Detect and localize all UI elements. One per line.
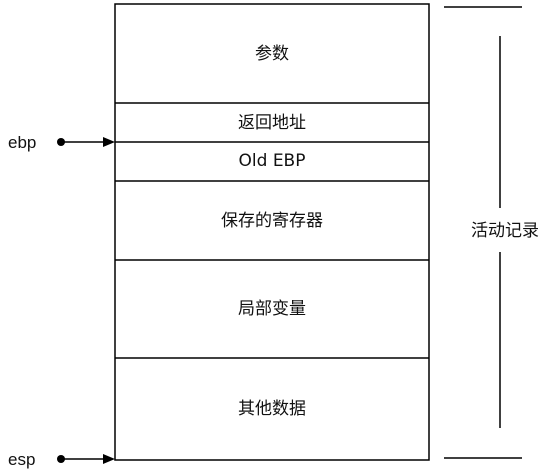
cell-label-parameters: 参数	[255, 44, 289, 64]
ebp-label: ebp	[8, 133, 36, 152]
cell-label-local-variables: 局部变量	[238, 299, 306, 319]
cell-label-other-data: 其他数据	[238, 399, 306, 419]
stack-frame-box	[114, 3, 430, 461]
esp-arrow-icon	[103, 454, 115, 464]
activation-record-label: 活动记录	[471, 221, 539, 241]
esp-label: esp	[8, 450, 35, 469]
ebp-arrow-icon	[103, 137, 115, 147]
cell-label-saved-registers: 保存的寄存器	[221, 211, 323, 231]
cell-label-return-address: 返回地址	[238, 113, 306, 133]
cell-label-old-ebp: Old EBP	[239, 151, 306, 171]
